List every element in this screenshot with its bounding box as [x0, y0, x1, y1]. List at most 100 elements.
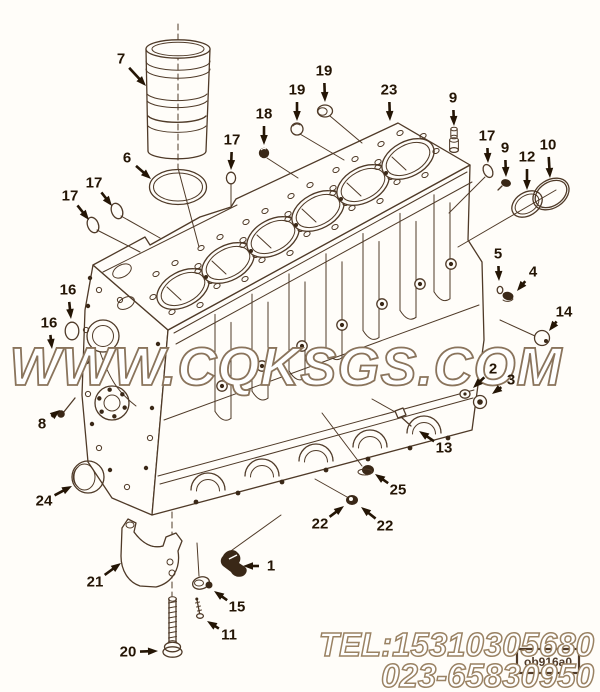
- part-fitting-1-detail: [228, 554, 238, 560]
- end-face-hole: [143, 465, 149, 471]
- part-stud-9: [448, 126, 460, 154]
- part-bearing-cap-21-detail: [168, 569, 176, 577]
- cam-bore-inner: [92, 325, 114, 347]
- part-plug-18-detail: [260, 147, 267, 151]
- deck-back-strip: [102, 204, 238, 273]
- callout-number: 17: [86, 175, 103, 192]
- leader-seal17d: [448, 176, 486, 214]
- end-face-hole: [84, 359, 90, 365]
- side-boss-hole: [417, 281, 423, 287]
- bore-detail: [391, 156, 407, 171]
- deck-bolt-hole: [194, 267, 202, 275]
- callout-number: 19: [289, 82, 306, 99]
- part-bolt-8: [57, 397, 76, 418]
- side-rib-foot: [214, 410, 232, 421]
- bearing-arch-inner: [250, 465, 274, 478]
- callout-arrow-head: [136, 76, 146, 86]
- part-bolt-11: [195, 597, 205, 619]
- callout-number: 23: [381, 82, 398, 99]
- callout-arrow-head: [333, 506, 344, 516]
- callout-arrow-head: [140, 169, 151, 179]
- leader-orings: [457, 189, 557, 248]
- deck-bolt-hole: [216, 233, 224, 241]
- rail-bolt-hole: [445, 435, 451, 441]
- side-band-1: [175, 181, 473, 345]
- part-cup-plug-24-detail: [72, 466, 79, 488]
- end-face-hole: [89, 421, 95, 427]
- part-main-bolt-20-detail: [162, 646, 183, 658]
- part-plug-25: [357, 465, 374, 476]
- side-rib-foot: [362, 330, 380, 340]
- block-generated-detail: [82, 129, 457, 505]
- callout-19: 19: [289, 82, 306, 121]
- deck-bolt-hole: [258, 256, 266, 264]
- part-cylinder-liner-detail: [145, 48, 149, 152]
- part-plug-22-detail: [349, 497, 353, 501]
- deck-dowel-hole: [339, 197, 343, 201]
- callout-25: 25: [375, 474, 406, 499]
- part-cylinder-liner-detail: [145, 60, 211, 71]
- callout-16: 16: [41, 315, 57, 349]
- end-face-hole: [123, 483, 131, 491]
- leader-plug19b: [329, 115, 363, 144]
- deck-chamfer-line: [173, 171, 468, 334]
- leader-plug25: [321, 412, 363, 467]
- part-oring-12: [511, 190, 543, 218]
- deck-bolt-hole: [303, 230, 311, 238]
- side-rib-foot: [251, 390, 269, 401]
- part-bolt-9b-detail: [501, 179, 511, 187]
- part-plug-19a: [290, 122, 304, 136]
- part-cylinder-liner-detail: [145, 68, 211, 79]
- rail-bolt-hole: [279, 479, 285, 485]
- deck-dowel-hole: [249, 249, 253, 253]
- part-fitting-1-detail: [220, 550, 247, 577]
- bearing-arch-inner: [412, 422, 436, 435]
- part-cylinder-liner-detail: [146, 100, 208, 109]
- part-stud-9-detail: [450, 126, 458, 132]
- end-face-hole: [149, 405, 155, 411]
- callout-arrow-head: [66, 308, 74, 319]
- part-plug-19b: [316, 104, 334, 118]
- part-cylinder-liner-detail: [145, 39, 211, 59]
- part-main-bolt-20-detail: [168, 601, 177, 639]
- callout-17: 17: [86, 175, 112, 206]
- part-bearing-cap-21: [120, 518, 183, 588]
- leader-bolt13: [371, 398, 398, 414]
- callout-2: 2: [473, 361, 497, 388]
- part-cylinder-liner-detail: [147, 150, 207, 160]
- callout-number: 9: [449, 90, 457, 107]
- callout-number: 17: [62, 188, 79, 205]
- callout-11: 11: [207, 621, 237, 644]
- part-bolt-13-detail: [394, 407, 407, 419]
- bore-detail: [346, 182, 362, 197]
- part-seal-5-detail: [496, 285, 504, 295]
- bearing-arch: [406, 415, 442, 434]
- part-cylinder-liner-detail: [147, 125, 207, 133]
- watermark-site-text: WWW.CQKSGS.COM: [10, 337, 563, 397]
- thread-tick: [168, 636, 177, 639]
- callout-arrow-head: [214, 591, 225, 600]
- part-plug-19a-detail: [290, 122, 304, 136]
- side-rib-foot: [433, 291, 451, 302]
- part-oring-10-detail: [532, 177, 570, 211]
- deck-bolt-hole: [168, 308, 176, 316]
- callout-arrow-head: [47, 338, 55, 349]
- callout-17: 17: [62, 188, 89, 220]
- part-ring-17c: [225, 171, 237, 185]
- part-bolt-13: [394, 407, 412, 427]
- part-bolt-11-detail: [195, 613, 205, 619]
- callout-13: 13: [419, 431, 452, 457]
- callout-24: 24: [36, 486, 72, 510]
- callout-16: 16: [60, 282, 76, 319]
- callout-arrow-head: [501, 166, 510, 177]
- callout-22: 22: [361, 507, 393, 535]
- end-face-hole: [95, 286, 103, 294]
- deck-bolt-hole: [396, 129, 404, 137]
- part-bolt-8-detail: [62, 397, 76, 414]
- callout-23: 23: [381, 82, 398, 121]
- deck-bolt-hole: [213, 282, 221, 290]
- callout-number: 6: [123, 150, 131, 167]
- part-seal-17a-detail: [86, 216, 100, 234]
- leader-seal17a: [96, 229, 141, 253]
- deck-bolt-hole: [376, 197, 384, 205]
